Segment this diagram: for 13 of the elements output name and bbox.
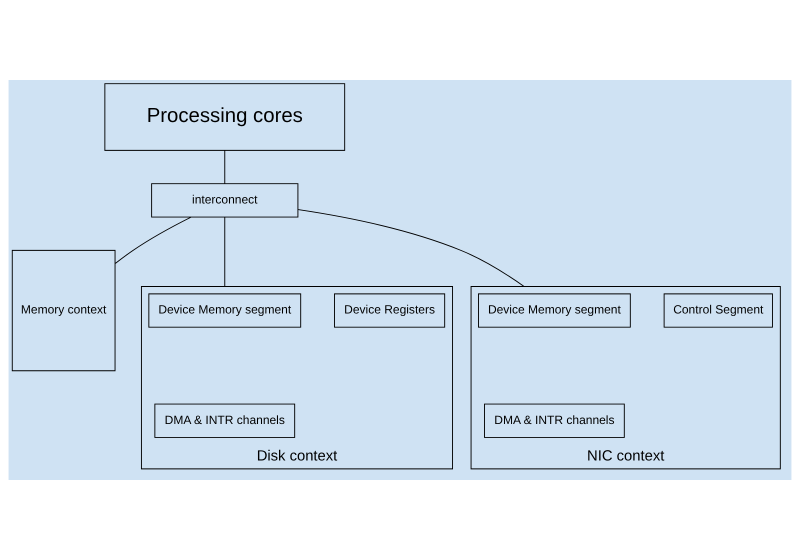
node-box: Device Memory segment: [148, 292, 302, 328]
node-box: DMA & INTR channels: [154, 403, 296, 438]
node-box: Device Memory segment: [478, 292, 631, 328]
node-box: Processing cores: [104, 82, 346, 150]
node-box: interconnect: [151, 182, 298, 217]
connector: [114, 216, 192, 264]
connector: [224, 149, 226, 184]
connector: [224, 216, 226, 286]
node-box: DMA & INTR channels: [484, 403, 625, 438]
connector: [298, 208, 525, 286]
node-box: Control Segment: [664, 292, 773, 328]
node-box: Device Registers: [334, 292, 446, 328]
node-box: Memory context: [12, 249, 116, 371]
